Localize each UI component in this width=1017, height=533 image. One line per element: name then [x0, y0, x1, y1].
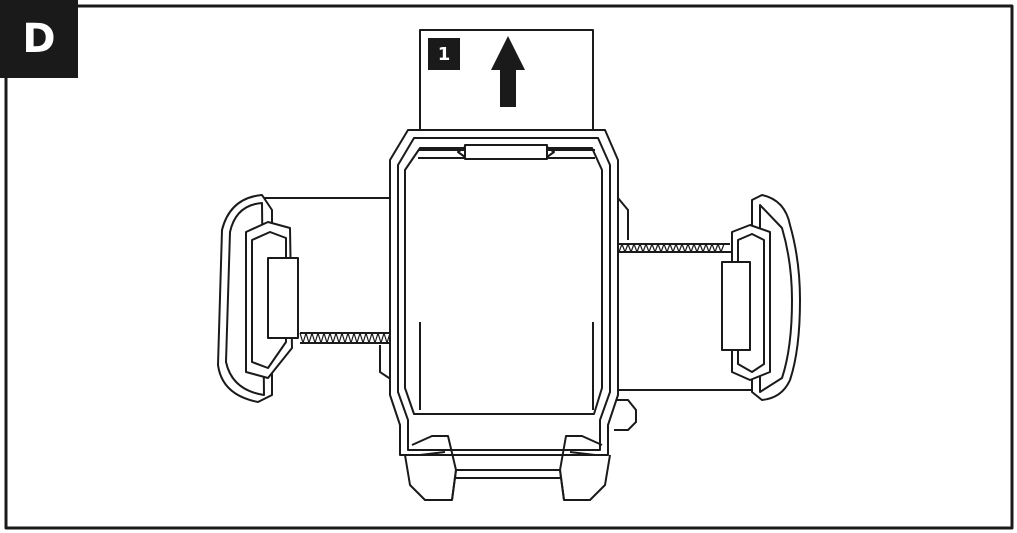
left-clamp-arm [217, 194, 406, 403]
right-clamp-arm [604, 194, 801, 431]
bottom-feet [404, 435, 611, 501]
holder-body [389, 129, 619, 456]
panel-border [4, 4, 1014, 530]
up-arrow-icon [491, 36, 525, 107]
panel-label-box [0, 0, 78, 78]
step-number-box [428, 38, 460, 70]
